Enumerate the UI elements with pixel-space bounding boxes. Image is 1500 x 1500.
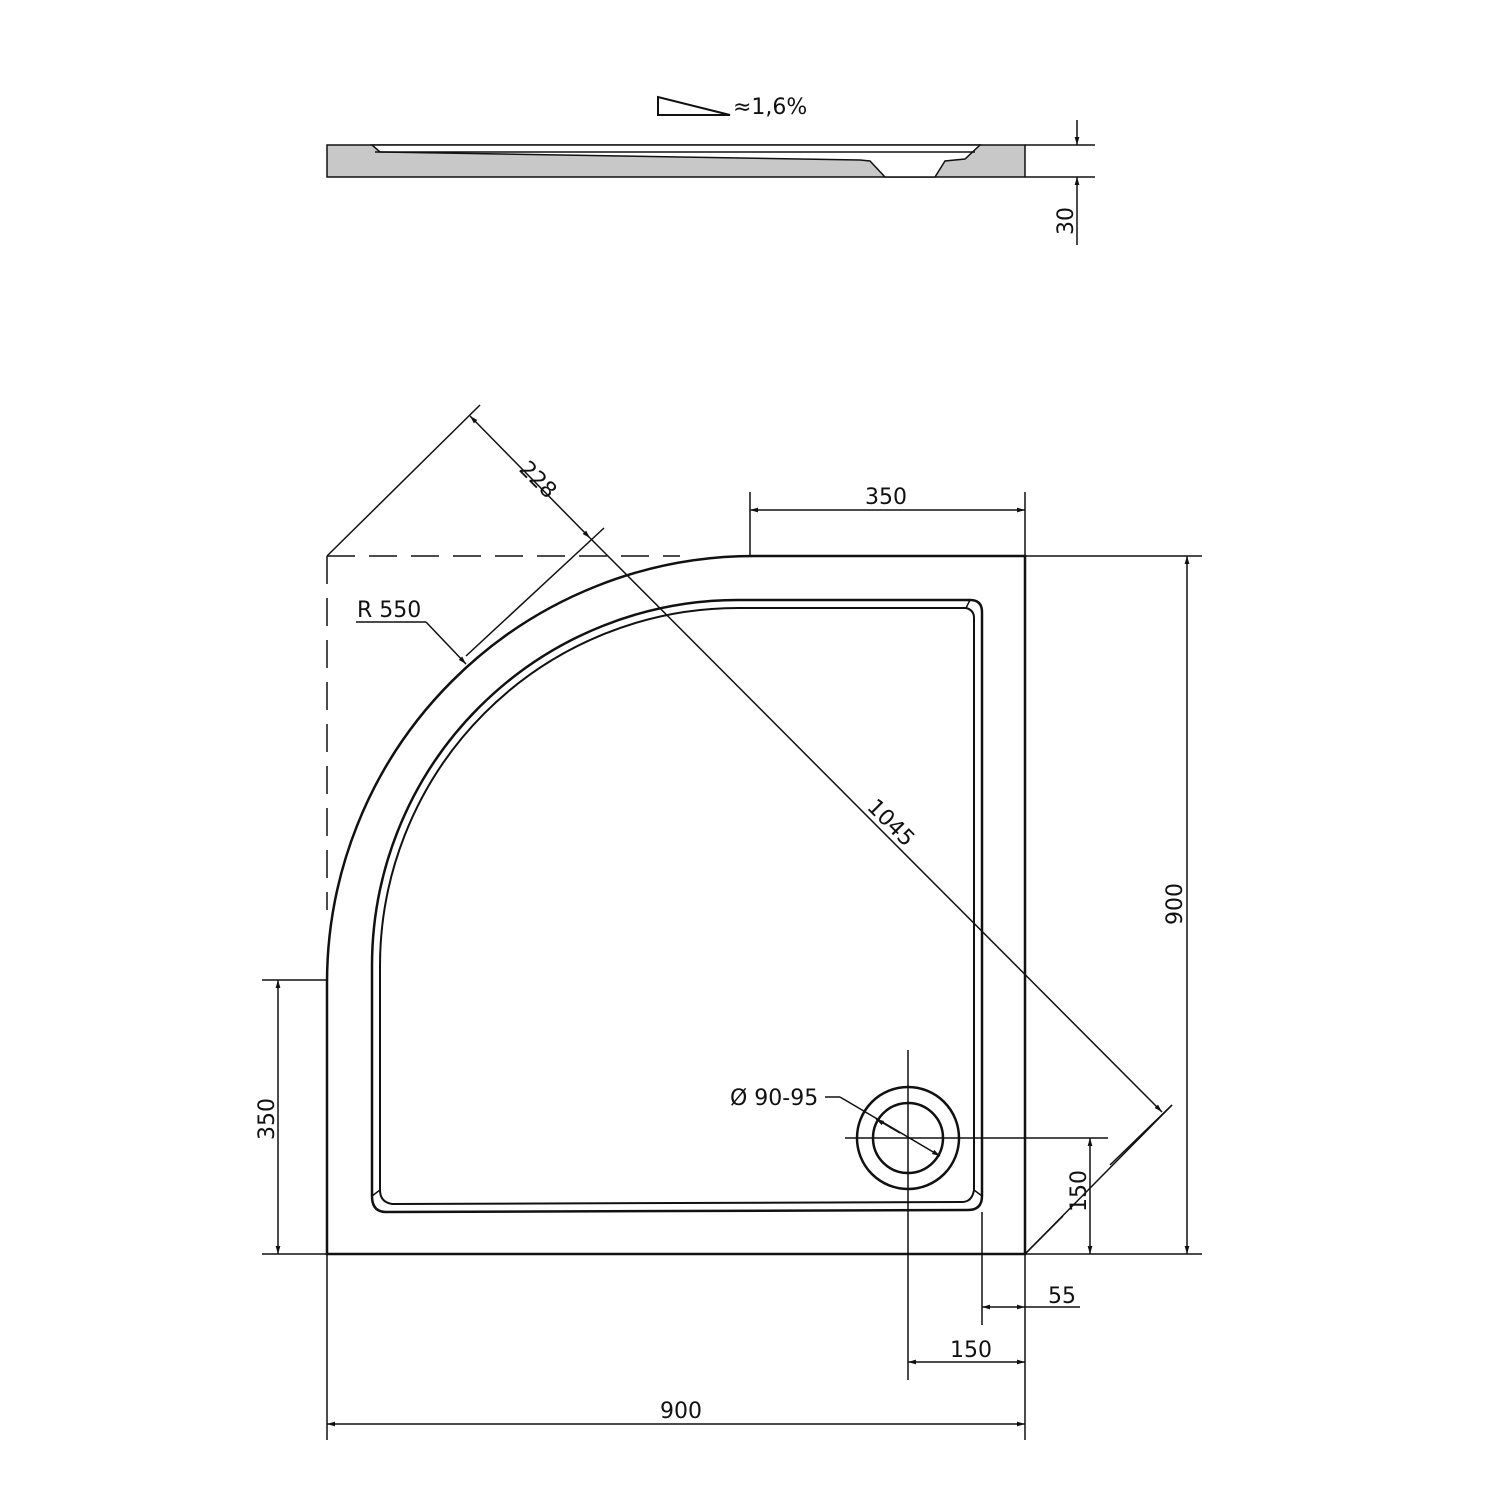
drain-y-label: 150 <box>1067 1170 1092 1212</box>
plan-view: Ø 90-95 R 550 228 1045 350 900 350 150 <box>255 404 1202 1440</box>
diagonal-offset-label: 228 <box>514 457 561 504</box>
rim-label: 55 <box>1048 1284 1076 1309</box>
section-height-label: 30 <box>1054 207 1079 235</box>
width-label: 900 <box>660 1399 702 1424</box>
drain-x-label: 150 <box>950 1338 992 1363</box>
radius-label: R 550 <box>357 598 421 623</box>
tray-inner-basin <box>378 607 975 1206</box>
section-view: ≈1,6% 30 <box>326 95 1095 245</box>
slope-symbol <box>657 95 731 116</box>
height-label: 900 <box>1163 883 1188 925</box>
diagonal-label: 1045 <box>862 795 919 852</box>
tray-inner-rim <box>370 598 984 1214</box>
top-straight-label: 350 <box>865 485 907 510</box>
drain-diameter-label: Ø 90-95 <box>730 1086 818 1111</box>
tray-outline <box>325 554 1027 1256</box>
slope-label: ≈1,6% <box>733 95 807 120</box>
side-straight-label: 350 <box>255 1098 280 1140</box>
